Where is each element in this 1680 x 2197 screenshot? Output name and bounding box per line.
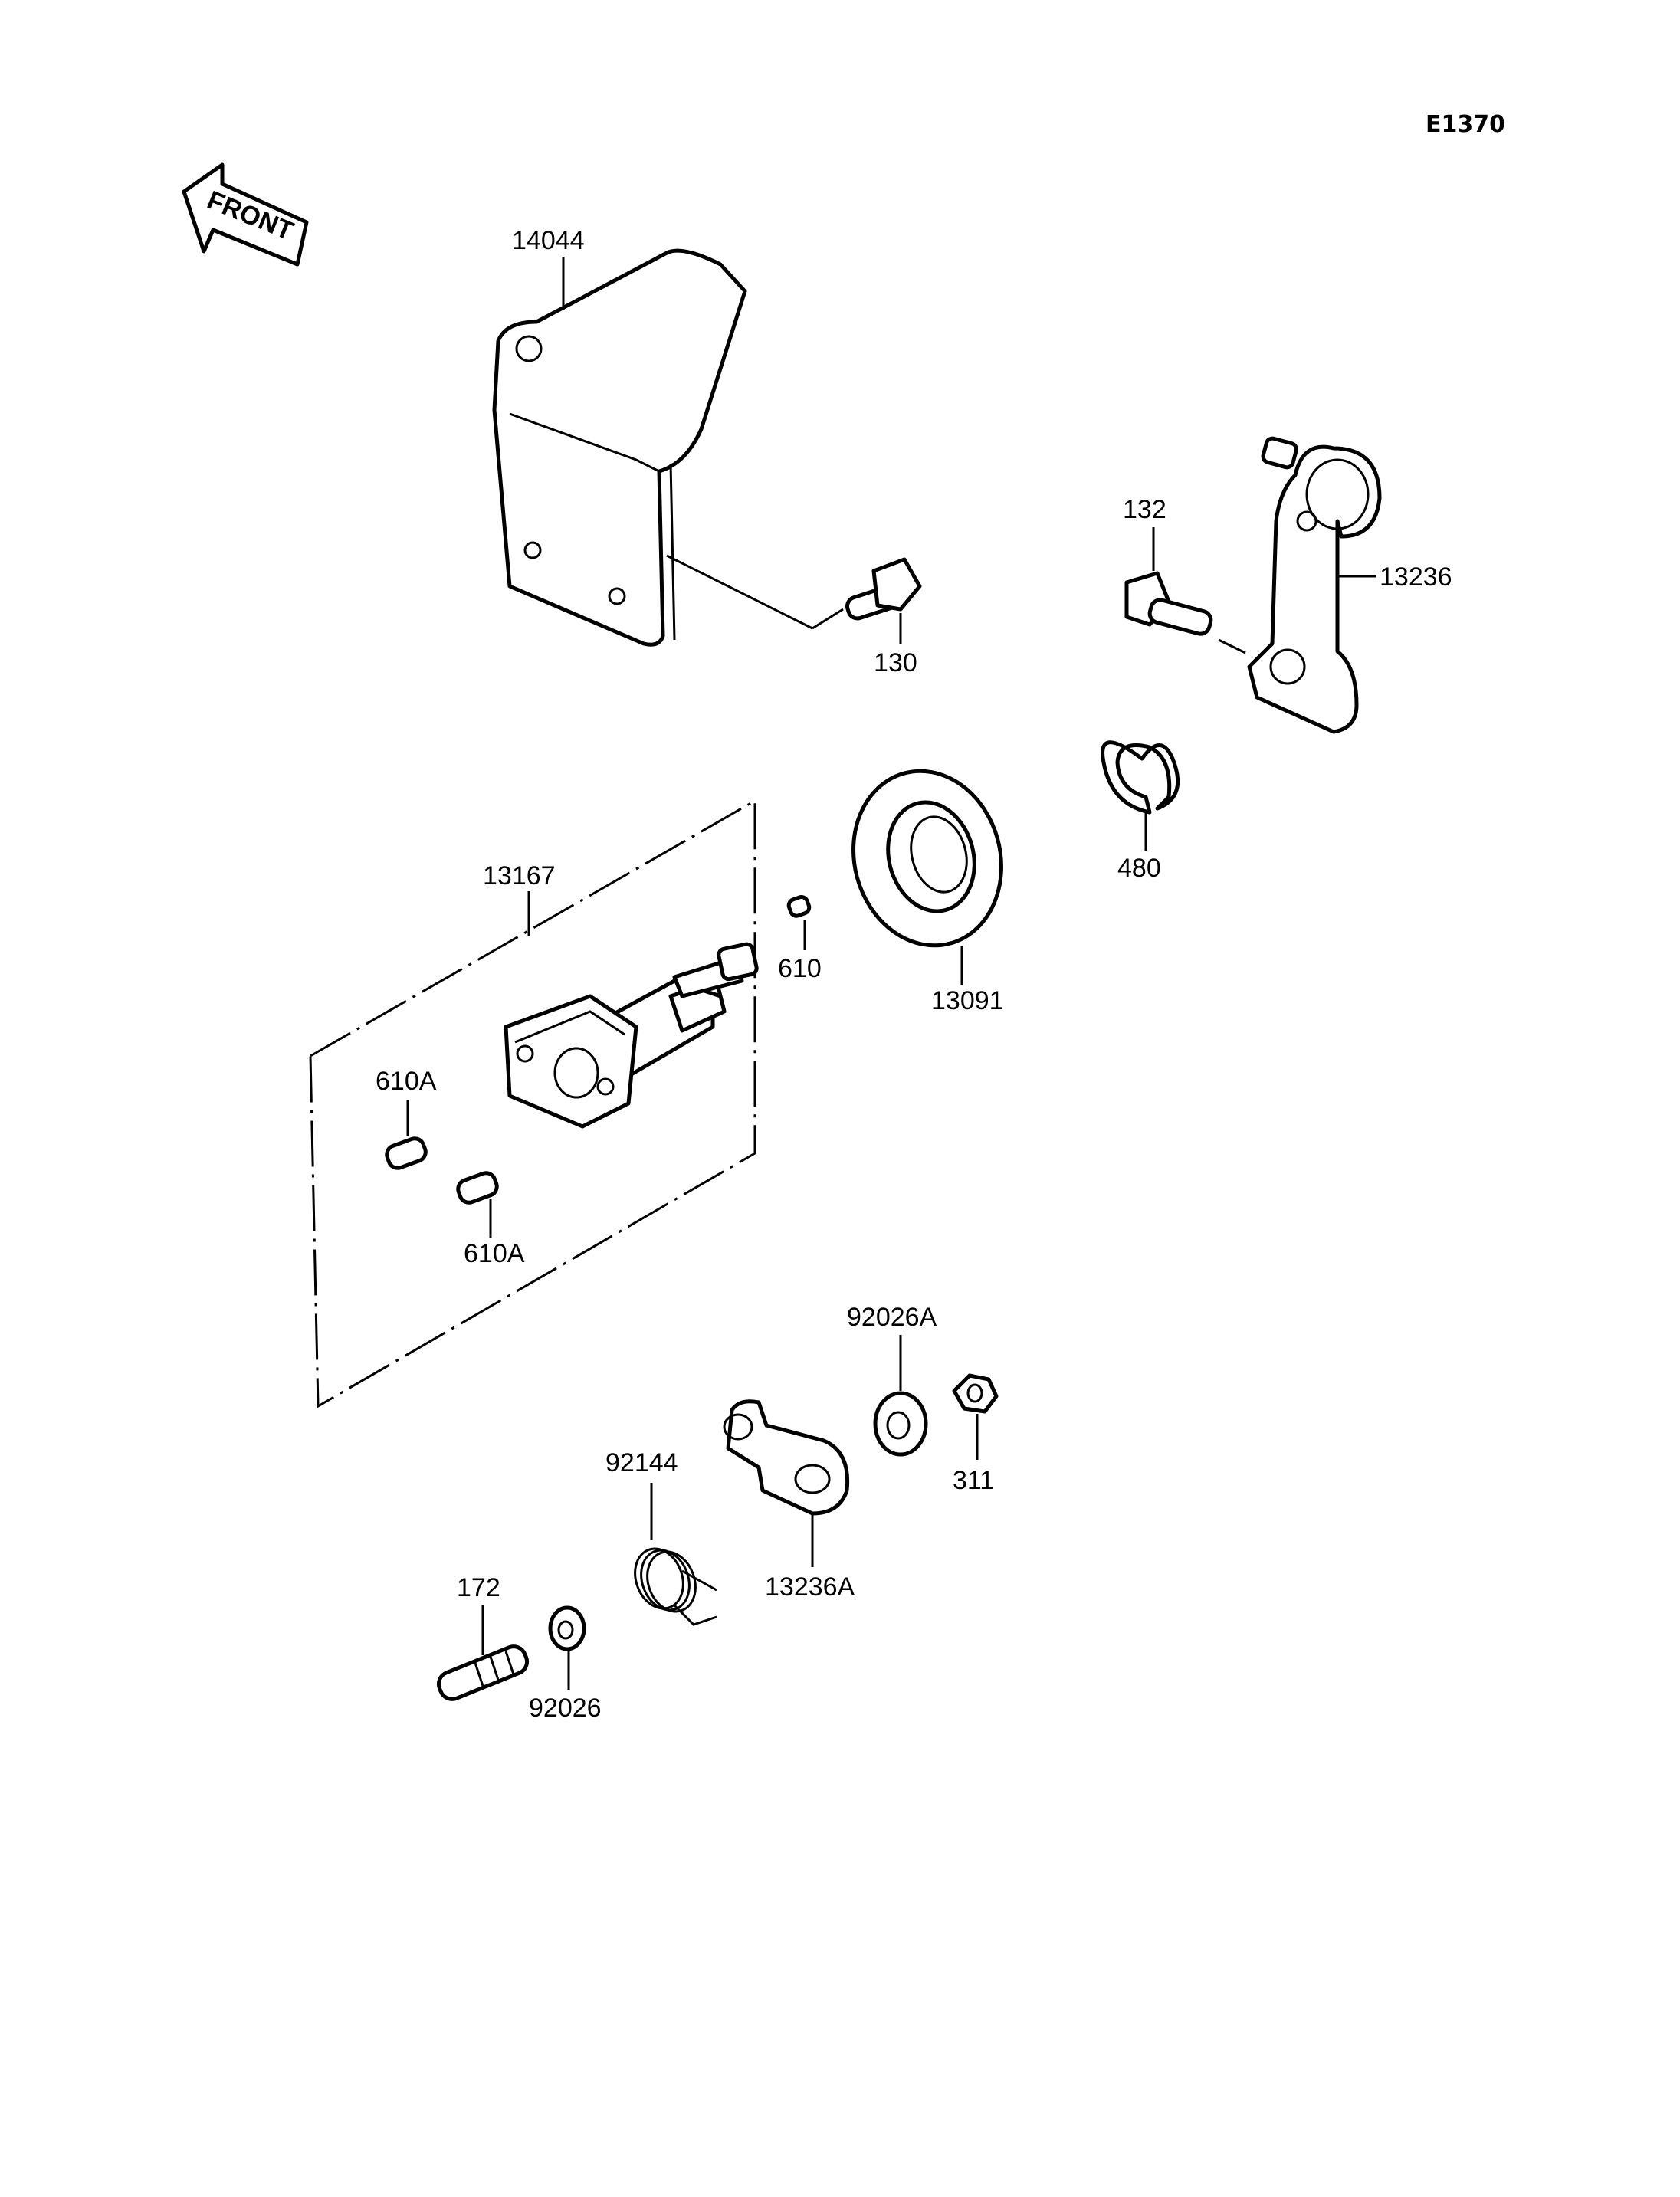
pin-610a-lower [456,1171,499,1205]
label-13236: 13236 [1380,562,1452,592]
diagram-code: E1370 [1426,111,1505,138]
stud-172 [436,1644,530,1701]
shaft-13167 [504,942,759,1129]
label-172: 172 [457,1573,500,1602]
spring-92144 [634,1547,717,1626]
label-311: 311 [953,1466,994,1495]
label-610a-lower: 610A [464,1239,525,1268]
seal-13091 [851,769,1003,948]
label-610: 610 [778,954,822,983]
circlip-480 [1101,740,1180,815]
bolt-130 [845,557,922,621]
shaft-assembly-13167-group [309,798,756,1408]
label-13167: 13167 [483,861,556,890]
label-480: 480 [1117,854,1161,883]
label-610a-upper: 610A [376,1067,437,1096]
label-14044: 14044 [512,226,585,255]
label-13091: 13091 [931,986,1004,1015]
pin-610 [786,894,812,918]
washer-92026a [873,1391,928,1457]
label-132: 132 [1123,495,1166,524]
lever-13236a [723,1399,850,1516]
label-92026a: 92026A [847,1303,937,1332]
front-arrow-icon: FRONT [182,162,309,267]
label-92144: 92144 [605,1448,678,1477]
lever-13236 [1247,436,1382,734]
bracket-14044 [492,248,844,647]
nut-311 [952,1373,999,1414]
label-92026: 92026 [529,1694,602,1723]
bolt-132 [1124,571,1213,636]
pin-610a-upper [385,1136,428,1170]
label-13236a: 13236A [765,1572,855,1602]
washer-92026 [548,1605,586,1651]
label-130: 130 [874,648,917,677]
